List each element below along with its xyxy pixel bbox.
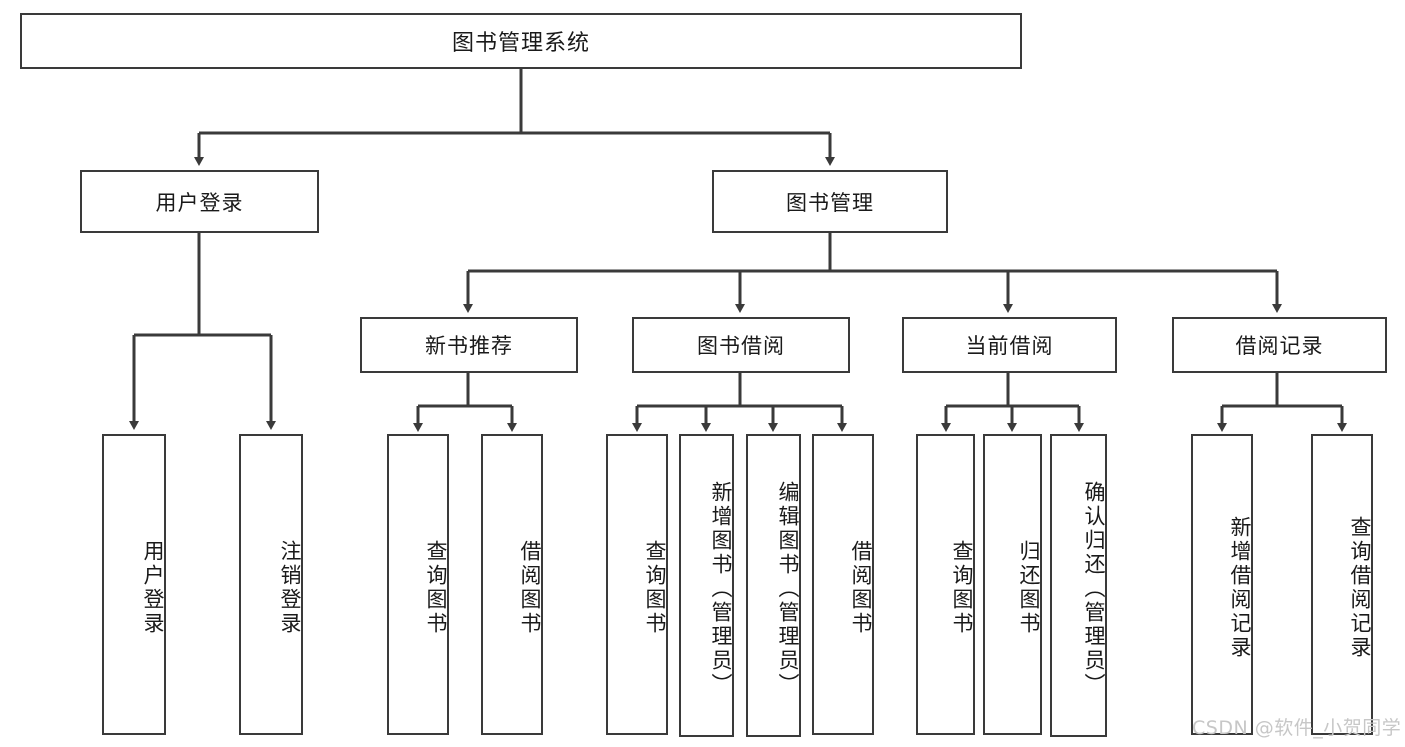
node-label: 图书管理系统 [451,31,590,56]
node-book-borrow[interactable]: 图书借阅 [632,317,850,373]
node-label: 编辑图书（管理员） [776,480,800,697]
node-label: 用户登录 [155,190,244,215]
leaf-user-logout[interactable]: 注销登录 [239,434,303,735]
node-label: 归还图书 [1017,539,1041,636]
leaf-query-book-1[interactable]: 查询图书 [387,434,449,735]
leaf-query-book-2[interactable]: 查询图书 [606,434,668,735]
node-label: 查询借阅记录 [1348,515,1372,660]
node-label: 图书管理 [786,190,874,215]
node-label: 借阅图书 [849,539,873,636]
node-current-borrow[interactable]: 当前借阅 [902,317,1117,373]
node-label: 图书借阅 [697,334,785,358]
node-book-management[interactable]: 图书管理 [712,170,948,233]
node-borrow-record[interactable]: 借阅记录 [1172,317,1387,373]
node-label: 新书推荐 [425,334,513,358]
leaf-confirm-return[interactable]: 确认归还（管理员） [1050,434,1107,737]
leaf-user-login[interactable]: 用户登录 [102,434,166,735]
node-label: 当前借阅 [965,334,1054,358]
node-label: 注销登录 [278,539,302,636]
node-new-book-recommend[interactable]: 新书推荐 [360,317,578,373]
node-label: 借阅图书 [518,539,542,636]
csdn-watermark: CSDN @软件_小贺同学 [1192,717,1402,739]
node-label: 新增借阅记录 [1228,515,1252,660]
node-label: 查询图书 [424,539,448,636]
leaf-add-book[interactable]: 新增图书（管理员） [679,434,734,737]
node-label: 查询图书 [643,539,667,636]
leaf-query-record[interactable]: 查询借阅记录 [1311,434,1373,735]
leaf-return-book[interactable]: 归还图书 [983,434,1042,735]
node-label: 用户登录 [141,539,165,636]
leaf-borrow-book-1[interactable]: 借阅图书 [481,434,543,735]
node-label: 新增图书（管理员） [709,480,733,697]
node-label: 借阅记录 [1235,334,1324,358]
node-label: 查询图书 [950,539,974,636]
node-root-system[interactable]: 图书管理系统 [20,13,1022,69]
leaf-add-record[interactable]: 新增借阅记录 [1191,434,1253,735]
node-label: 确认归还（管理员） [1082,480,1106,697]
leaf-edit-book[interactable]: 编辑图书（管理员） [746,434,801,737]
leaf-query-book-3[interactable]: 查询图书 [916,434,975,735]
leaf-borrow-book-2[interactable]: 借阅图书 [812,434,874,735]
node-user-login[interactable]: 用户登录 [80,170,319,233]
